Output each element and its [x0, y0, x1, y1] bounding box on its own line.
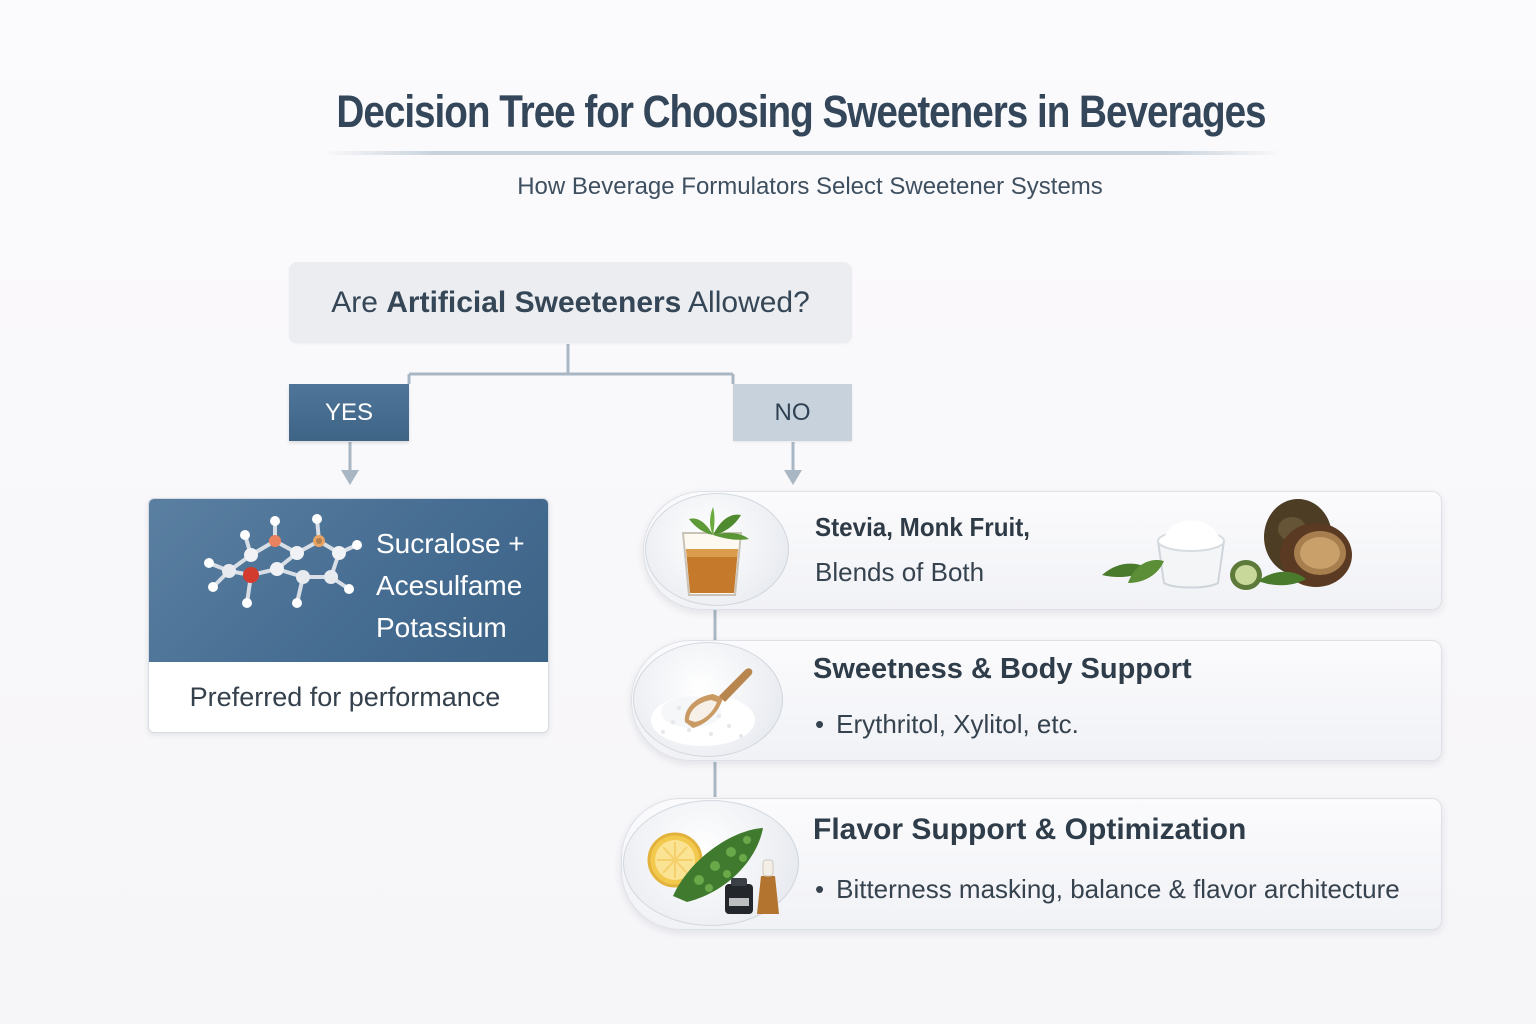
diagram-subtitle: How Beverage Formulators Select Sweetene…	[517, 173, 1103, 200]
no-branch-label: NO	[733, 384, 852, 441]
no-result-3-heading: Flavor Support & Optimization	[813, 813, 1247, 846]
yes-result-header: Sucralose + Acesulfame Potassium	[149, 499, 548, 662]
no-arrowhead	[784, 470, 802, 485]
yes-result-line-1: Sucralose +	[376, 528, 525, 559]
stevia-monk-fruit-image	[1102, 499, 1352, 590]
molecule-icon	[204, 514, 362, 608]
no-result-3-detail: Bitterness masking, balance & flavor arc…	[815, 874, 1400, 905]
yes-result-card: Sucralose + Acesulfame Potassium Preferr…	[148, 498, 549, 733]
yes-result-line-3: Potassium	[376, 612, 507, 643]
yes-result-text: Sucralose + Acesulfame Potassium	[376, 523, 546, 649]
flavor-ingredients-icon	[623, 800, 799, 926]
yes-result-note: Preferred for performance	[189, 681, 501, 712]
question-prefix: Are	[331, 285, 387, 319]
question-suffix: Allowed?	[681, 285, 810, 319]
title-divider	[322, 151, 1282, 155]
yes-branch-label: YES	[289, 384, 409, 441]
yes-result-line-2: Acesulfame	[376, 570, 523, 601]
no-result-1-heading: Stevia, Monk Fruit,	[815, 512, 1030, 542]
no-result-2-detail: Erythritol, Xylitol, etc.	[815, 709, 1079, 740]
yes-arrowhead	[341, 470, 359, 485]
herbal-tea-glass-icon	[645, 493, 789, 606]
question-emphasis: Artificial Sweeteners	[386, 285, 682, 319]
no-result-1-detail: Blends of Both	[815, 557, 985, 587]
diagram-title: Decision Tree for Choosing Sweeteners in…	[336, 86, 1266, 137]
no-result-2-heading: Sweetness & Body Support	[813, 653, 1192, 685]
question-box: Are Artificial Sweeteners Allowed?	[289, 262, 852, 343]
sugar-alcohol-scoop-icon	[633, 642, 783, 757]
